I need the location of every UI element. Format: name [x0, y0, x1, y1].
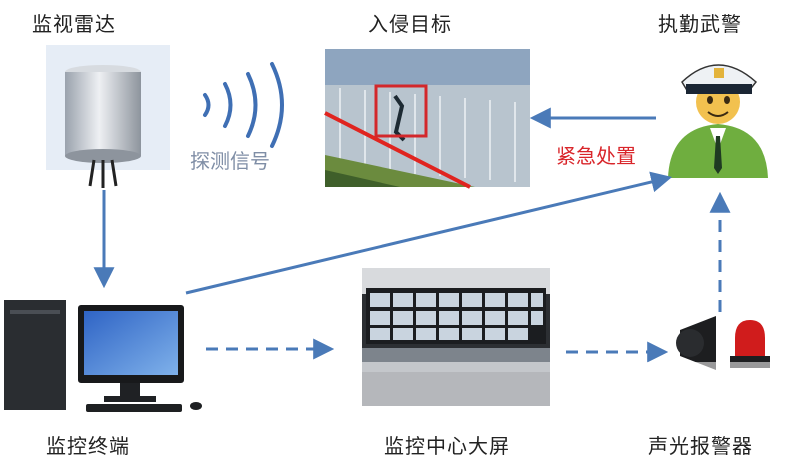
signal-waves	[203, 62, 284, 148]
watermark-band	[318, 362, 800, 410]
label-emergency: 紧急处置	[556, 144, 636, 168]
intrusion-photo	[324, 49, 530, 189]
label-screen: 监控中心大屏	[384, 434, 510, 458]
connections	[93, 107, 731, 363]
radar-icon	[46, 45, 170, 188]
label-intrusion: 入侵目标	[368, 12, 452, 36]
guard-icon	[668, 64, 768, 178]
label-radar: 监视雷达	[32, 12, 116, 36]
alarm-icon	[676, 316, 770, 370]
label-guard: 执勤武警	[658, 12, 742, 36]
target-box	[374, 84, 428, 138]
arrow-terminal-to-guard	[185, 171, 673, 295]
label-alarm: 声光报警器	[648, 434, 753, 458]
label-terminal: 监控终端	[46, 434, 130, 458]
label-signal: 探测信号	[190, 149, 270, 173]
computer-icon	[4, 300, 202, 412]
